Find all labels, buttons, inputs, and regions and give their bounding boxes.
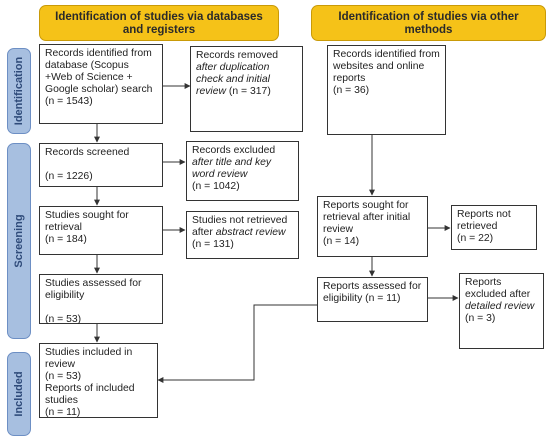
header-databases: Identification of studies via databases …	[39, 5, 279, 41]
reports-assessed-for-eligibility: Reports assessed for eligibility (n = 11…	[317, 277, 428, 322]
records-removed-count: (n = 317)	[226, 86, 271, 97]
reports-excluded-text: Reports excluded after	[465, 277, 531, 300]
studies-not-retrieved-count: (n = 131)	[192, 239, 234, 250]
records-excluded-reason: after title and key word review	[192, 157, 272, 180]
records-identified-other: Records identified from websites and onl…	[327, 45, 446, 135]
studies-included: Studies included in review (n = 53) Repo…	[39, 343, 158, 418]
reports-sought-for-retrieval: Reports sought for retrieval after initi…	[317, 196, 428, 257]
records-excluded-count: (n = 1042)	[192, 181, 240, 192]
records-excluded-text: Records excluded	[192, 145, 276, 156]
studies-sought-for-retrieval: Studies sought for retrieval (n = 184)	[39, 206, 163, 255]
records-removed-text: Records removed	[196, 50, 279, 61]
studies-assessed-for-eligibility: Studies assessed for eligibility (n = 53…	[39, 274, 163, 325]
reports-not-retrieved: Reports not retrieved (n = 22)	[451, 205, 537, 250]
records-excluded: Records excluded after title and key wor…	[186, 141, 299, 201]
reports-excluded: Reports excluded after detailed review (…	[459, 273, 544, 349]
reports-excluded-count: (n = 3)	[465, 313, 496, 324]
studies-not-retrieved-reason: abstract review	[215, 227, 286, 238]
arrow-other-assessed-to-included	[157, 304, 317, 383]
reports-excluded-reason: detailed review	[465, 301, 535, 312]
records-screened: Records screened (n = 1226)	[39, 143, 163, 187]
phase-included: Included	[7, 352, 31, 436]
records-removed: Records removed after duplication check …	[190, 46, 303, 132]
phase-identification: Identification	[7, 48, 31, 134]
records-removed-reason: after duplication check and initial revi…	[196, 62, 270, 97]
phase-screening: Screening	[7, 143, 31, 339]
header-other-methods: Identification of studies via other meth…	[311, 5, 546, 41]
studies-not-retrieved-text: Studies not retrieved after	[192, 215, 288, 238]
studies-not-retrieved: Studies not retrieved after abstract rev…	[186, 211, 299, 259]
records-identified-database: Records identified from database (Scopus…	[39, 44, 163, 124]
